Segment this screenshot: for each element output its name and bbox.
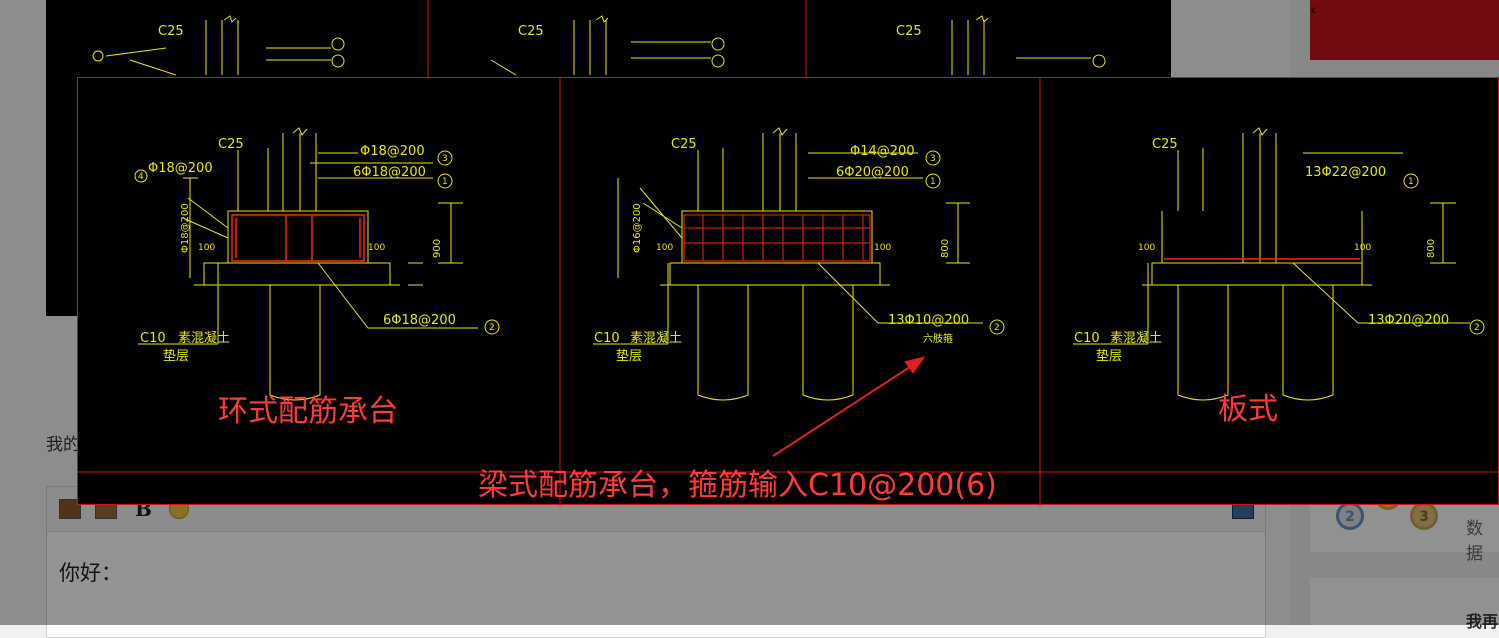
- svg-text:Φ18@200: Φ18@200: [180, 203, 191, 253]
- svg-text:1: 1: [930, 177, 936, 187]
- svg-text:C10: C10: [1074, 331, 1100, 346]
- svg-text:C25: C25: [218, 137, 244, 152]
- svg-text:3: 3: [442, 154, 448, 164]
- svg-text:800: 800: [940, 239, 951, 258]
- svg-text:垫层: 垫层: [163, 348, 189, 364]
- svg-text:垫层: 垫层: [1096, 348, 1122, 364]
- reply-editor[interactable]: B 你好：: [46, 486, 1266, 638]
- svg-text:13Φ20@200: 13Φ20@200: [1368, 313, 1449, 328]
- svg-text:3: 3: [930, 154, 936, 164]
- svg-text:素混凝土: 素混凝土: [1110, 330, 1162, 346]
- svg-text:C25: C25: [671, 137, 697, 152]
- bronze-medal-icon: 3: [1410, 502, 1438, 530]
- svg-text:800: 800: [1426, 239, 1437, 258]
- chevron-left-icon[interactable]: ‹: [1310, 0, 1499, 60]
- svg-text:100: 100: [656, 243, 673, 253]
- svg-text:2: 2: [1474, 323, 1480, 333]
- svg-text:100: 100: [1138, 243, 1155, 253]
- label-ring-cap: 环式配筋承台: [218, 394, 398, 429]
- svg-text:6Φ20@200: 6Φ20@200: [836, 165, 909, 180]
- svg-text:Φ14@200: Φ14@200: [850, 144, 915, 159]
- label-beam-cap: 梁式配筋承台，箍筋输入C10@200(6): [478, 468, 997, 503]
- data-label: 数据: [1466, 519, 1483, 564]
- svg-text:Φ18@200: Φ18@200: [148, 161, 213, 176]
- svg-text:1: 1: [1408, 177, 1414, 187]
- svg-text:2: 2: [489, 323, 495, 333]
- svg-text:素混凝土: 素混凝土: [630, 330, 682, 346]
- svg-text:Φ18@200: Φ18@200: [360, 144, 425, 159]
- cad-image-preview[interactable]: C25 Φ18@200 6Φ18@200 Φ18@200 6Φ18@200 C1…: [77, 77, 1499, 506]
- svg-text:C25: C25: [896, 24, 922, 39]
- svg-text:13Φ10@200: 13Φ10@200: [888, 313, 969, 328]
- svg-text:C10: C10: [594, 331, 620, 346]
- sidebar-card: [1310, 578, 1499, 625]
- svg-text:900: 900: [432, 239, 443, 258]
- svg-text:C25: C25: [158, 24, 184, 39]
- label-plate-cap: 板式: [1218, 392, 1278, 427]
- svg-text:六肢箍: 六肢箍: [923, 332, 953, 345]
- svg-text:C10: C10: [140, 331, 166, 346]
- svg-text:C25: C25: [1152, 137, 1178, 152]
- svg-text:6Φ18@200: 6Φ18@200: [353, 165, 426, 180]
- silver-medal-icon: 2: [1336, 502, 1364, 530]
- svg-text:2: 2: [994, 323, 1000, 333]
- svg-text:素混凝土: 素混凝土: [178, 330, 230, 346]
- svg-text:垫层: 垫层: [616, 348, 642, 364]
- svg-text:C25: C25: [518, 24, 544, 39]
- reply-label: 我的: [46, 435, 80, 455]
- svg-text:6Φ18@200: 6Φ18@200: [383, 313, 456, 328]
- svg-text:100: 100: [368, 243, 385, 253]
- svg-text:Φ16@200: Φ16@200: [632, 203, 643, 253]
- insert-image-icon[interactable]: [59, 499, 81, 519]
- svg-text:4: 4: [138, 172, 144, 182]
- sidebar-card-title: 我再: [1466, 612, 1499, 631]
- svg-text:100: 100: [198, 243, 215, 253]
- svg-text:100: 100: [1354, 243, 1371, 253]
- svg-text:100: 100: [874, 243, 891, 253]
- svg-text:1: 1: [442, 177, 448, 187]
- editor-body-text[interactable]: 你好：: [59, 561, 122, 585]
- svg-text:13Φ22@200: 13Φ22@200: [1305, 165, 1386, 180]
